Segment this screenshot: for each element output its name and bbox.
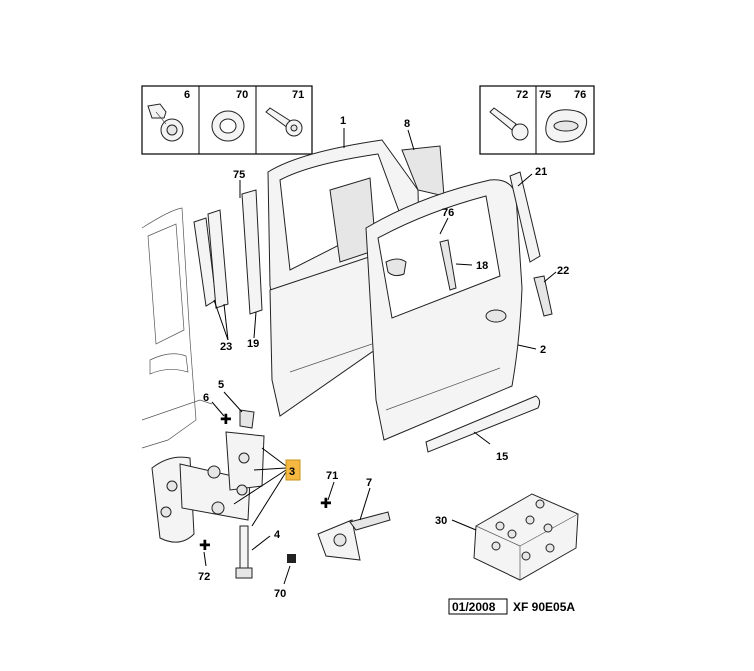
callout-70: 70 xyxy=(274,588,286,600)
callout-19: 19 xyxy=(247,338,259,350)
callout-72: 72 xyxy=(198,571,210,583)
fastener-kit-box xyxy=(473,493,579,581)
callout-22: 22 xyxy=(557,265,569,277)
callout-76: 76 xyxy=(442,207,454,219)
clip-75-76-icon xyxy=(545,109,588,143)
callout-7: 7 xyxy=(366,477,372,489)
fastener-marker-icon: ✚ xyxy=(220,412,232,428)
hinge-assembly: ✚ ✚ ✚ xyxy=(151,409,332,579)
callout-3-highlight: 3 xyxy=(285,459,301,481)
footer-reference: 01/2008 XF 90E05A xyxy=(448,598,575,615)
callout-18: 18 xyxy=(476,260,488,272)
footer-ref-code: XF 90E05A xyxy=(513,600,575,614)
washer-70-icon xyxy=(211,110,245,142)
leader-lines xyxy=(203,128,557,585)
bolt-72-icon xyxy=(489,107,529,141)
callout-75: 75 xyxy=(233,169,245,181)
callout-15: 15 xyxy=(496,451,508,463)
legend-box-left: 6 70 71 xyxy=(141,85,313,155)
callout-1: 1 xyxy=(340,115,346,127)
callout-8: 8 xyxy=(404,118,410,130)
legend-label-71: 71 xyxy=(292,89,304,101)
footer-date: 01/2008 xyxy=(452,600,496,614)
trim-strips xyxy=(193,171,553,453)
callout-71: 71 xyxy=(326,470,338,482)
door-check xyxy=(317,511,391,561)
washer-marker-icon xyxy=(287,554,296,563)
legend-label-72: 72 xyxy=(516,89,528,101)
bolt-71-icon xyxy=(265,107,303,137)
callout-5: 5 xyxy=(218,379,224,391)
legend-label-6: 6 xyxy=(184,89,190,101)
callout-2: 2 xyxy=(540,344,546,356)
vehicle-body-outline xyxy=(141,207,213,449)
legend-label-70: 70 xyxy=(236,89,248,101)
fastener-marker-icon: ✚ xyxy=(199,538,211,554)
rear-door xyxy=(365,179,523,441)
callout-23: 23 xyxy=(220,341,232,353)
callout-labels: 1 8 75 76 21 18 22 23 19 2 5 6 3 71 7 15… xyxy=(198,115,569,600)
screw-6-icon xyxy=(147,103,184,142)
legend-label-76: 76 xyxy=(574,89,586,101)
callout-4: 4 xyxy=(274,529,281,541)
callout-3-box xyxy=(285,459,301,481)
legend-label-75: 75 xyxy=(539,89,551,101)
legend-box-right: 72 75 76 xyxy=(479,85,595,155)
callout-30: 30 xyxy=(435,515,447,527)
callout-6: 6 xyxy=(203,392,209,404)
callout-21: 21 xyxy=(535,166,547,178)
fastener-marker-icon: ✚ xyxy=(320,496,332,512)
callout-3: 3 xyxy=(289,466,295,478)
